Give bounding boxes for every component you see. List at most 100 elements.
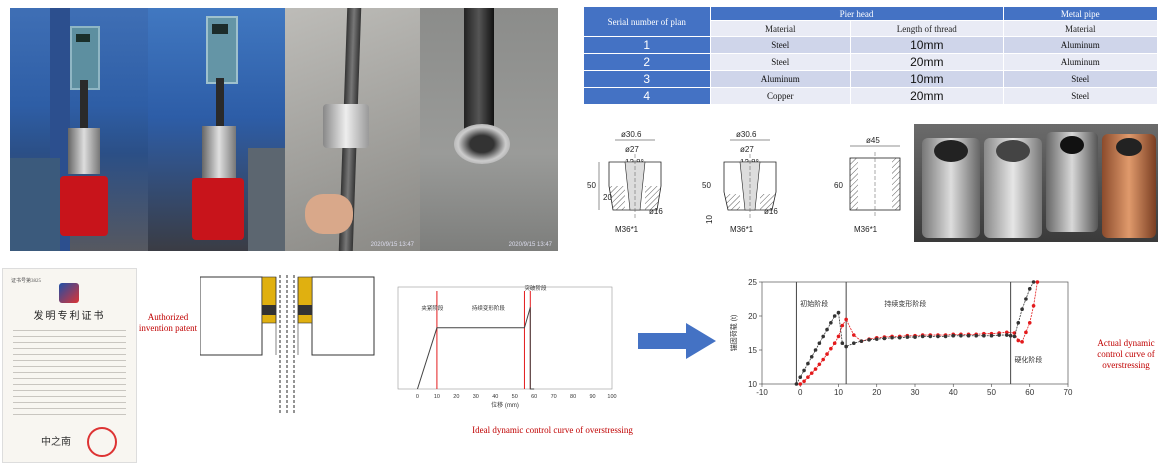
data-point: [840, 323, 845, 328]
plot-frame: [397, 286, 613, 390]
data-point: [821, 357, 825, 362]
caption-actual: Actual dynamic control curve of overstre…: [1097, 338, 1155, 370]
dim-top: ø30.6: [621, 130, 642, 139]
dim-mid: ø27: [625, 145, 639, 154]
stage-label: 初始阶段: [800, 299, 828, 308]
x-tick-label: 0: [416, 394, 419, 400]
dim-top: ø30.6: [736, 130, 757, 139]
x-tick-label: 10: [834, 388, 843, 397]
data-point: [951, 333, 956, 338]
data-point: [852, 341, 856, 345]
series-line: [796, 281, 1034, 385]
drawing-1: ø30.6 ø27 12.8° 50 20 ø16 M36*1: [587, 130, 663, 234]
data-point: [959, 333, 963, 338]
table-row: 4 Copper 20mm Steel: [583, 87, 1158, 105]
data-point: [897, 335, 902, 340]
x-tick-label: 0: [798, 388, 803, 397]
series-line: [800, 281, 1038, 385]
x-tick-label: 80: [570, 394, 576, 400]
thread-length: 10mm: [850, 36, 1004, 54]
pier-material: Copper: [709, 87, 852, 105]
pipe-material: Aluminum: [1002, 36, 1158, 54]
data-point: [989, 333, 994, 338]
x-tick-label: 70: [1064, 388, 1073, 397]
data-point: [928, 334, 933, 339]
pipe-material: Steel: [1002, 87, 1158, 105]
data-point: [832, 314, 837, 318]
y-tick-label: 15: [748, 346, 757, 355]
y-tick-label: 20: [748, 312, 757, 321]
patent-logo-icon: [59, 283, 79, 303]
data-point: [920, 334, 925, 339]
thread-length: 10mm: [850, 70, 1004, 88]
plan-number: 2: [583, 53, 711, 71]
dim-height2: 20: [603, 193, 612, 202]
photo-jack-setup-2: [148, 8, 285, 251]
series-line: [416, 307, 535, 390]
data-point: [974, 333, 978, 338]
data-point: [859, 339, 864, 343]
data-point: [982, 333, 986, 338]
patent-title: 发明专利证书: [33, 311, 106, 322]
dim-height: 60: [834, 181, 843, 190]
header-metal-pipe: Metal pipe: [1002, 6, 1158, 21]
data-point: [1016, 338, 1021, 343]
subheader-material: Material: [709, 20, 852, 37]
subheader-material-pipe: Material: [1002, 20, 1158, 37]
data-point: [997, 333, 1001, 337]
data-point: [829, 346, 833, 351]
data-point: [806, 361, 810, 366]
data-point: [1005, 330, 1009, 335]
photo-timestamp: 2020/9/15 13:47: [508, 242, 552, 248]
x-axis-label: 位移 (mm): [491, 401, 519, 409]
y-axis-label: 锚固荷载 (t): [729, 315, 738, 352]
x-tick-label: 50: [512, 394, 518, 400]
stage-label: 持续变形阶段: [472, 304, 506, 312]
data-point: [802, 368, 806, 373]
caption-patent: Authorized invention patent: [138, 312, 198, 333]
arrow-right-icon: [638, 323, 716, 359]
dim-height: 50: [702, 181, 711, 190]
cross-section-diagram: [200, 275, 375, 415]
photo-jack-setup-1: [10, 8, 148, 251]
pipe-material: Aluminum: [1002, 53, 1158, 71]
data-point: [1005, 333, 1009, 337]
x-tick-label: 70: [551, 394, 557, 400]
patent-seal-icon: [87, 427, 117, 457]
data-point: [1027, 321, 1032, 325]
x-tick-label: 100: [607, 394, 616, 400]
x-tick-label: -10: [756, 388, 768, 397]
table-row: 2 Steel 20mm Aluminum: [583, 53, 1158, 71]
photo-strand-sleeve: 2020/9/15 13:47: [285, 8, 420, 251]
data-point: [905, 335, 910, 339]
header-pier-head: Pier head: [709, 6, 1004, 21]
pipe-material: Steel: [1002, 70, 1158, 88]
data-point: [913, 335, 917, 339]
data-point: [798, 375, 803, 379]
data-point: [821, 334, 825, 339]
data-point: [966, 333, 971, 338]
x-tick-label: 90: [589, 394, 595, 400]
data-point: [817, 362, 822, 367]
caption-ideal: Ideal dynamic control curve of overstres…: [472, 425, 633, 435]
x-tick-label: 30: [473, 394, 479, 400]
stage-label: 突破阶段: [524, 284, 547, 292]
data-point: [809, 371, 814, 375]
thread-length: 20mm: [850, 87, 1004, 105]
data-point: [844, 344, 848, 349]
dim-thread: M36*1: [854, 225, 878, 234]
data-point: [794, 382, 799, 386]
stage-label: 夹紧阶段: [421, 304, 444, 312]
data-point: [882, 336, 887, 341]
data-point: [832, 341, 837, 345]
stage-label: 硬化阶段: [1014, 355, 1042, 364]
dim-bottom: ø16: [764, 207, 778, 216]
data-point: [943, 334, 948, 339]
data-point: [809, 355, 814, 359]
stage-label: 持续变形阶段: [884, 299, 926, 308]
pier-material: Steel: [709, 36, 852, 54]
data-point: [806, 375, 810, 379]
data-point: [936, 334, 940, 339]
thread-length: 20mm: [850, 53, 1004, 71]
